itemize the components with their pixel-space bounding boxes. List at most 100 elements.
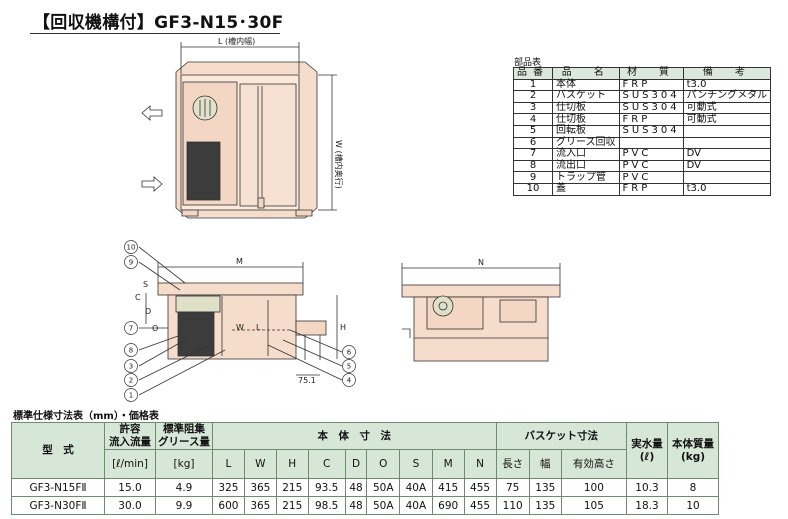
spec-header-body: 本 体 寸 法 bbox=[212, 422, 497, 450]
part-material: FRP bbox=[618, 113, 684, 126]
spec-basket-width: 135 bbox=[528, 478, 562, 497]
spec-header-weight-2: (kg) bbox=[680, 450, 706, 463]
dim-label-C: C bbox=[135, 293, 141, 302]
dim-label-H: H bbox=[340, 323, 346, 332]
part-material: FRP bbox=[618, 78, 684, 92]
part-material: SUS304 bbox=[618, 90, 684, 103]
spec-col-C: C bbox=[307, 449, 346, 479]
page-title: 【回収機構付】GF3-N15･30F bbox=[33, 13, 284, 33]
part-no: 10 bbox=[513, 182, 553, 196]
spec-D: 48 bbox=[344, 496, 368, 515]
part-name: グリース回収 bbox=[552, 136, 620, 150]
spec-header-flow-unit: [ℓ/min] bbox=[104, 449, 156, 479]
spec-L: 325 bbox=[212, 478, 245, 497]
technical-drawings: L (槽内幅) W (槽内奥行) M N S C D O W L H 75.1 … bbox=[124, 36, 561, 402]
part-note: パンチングメタル bbox=[682, 90, 772, 103]
callout-3: 3 bbox=[129, 363, 133, 371]
part-material: PVC bbox=[618, 159, 684, 173]
spec-header-basket: バスケット寸法 bbox=[495, 422, 628, 450]
part-name: 流入口 bbox=[552, 148, 620, 161]
parts-header-material: 材 質 bbox=[618, 67, 684, 80]
part-no: 6 bbox=[513, 136, 553, 150]
spec-S: 40A bbox=[399, 478, 433, 497]
part-no: 9 bbox=[513, 171, 553, 184]
top-view-drawing bbox=[141, 42, 337, 219]
part-note bbox=[682, 124, 772, 138]
part-note: 可動式 bbox=[682, 113, 772, 126]
spec-col-basket-height: 有効高さ bbox=[560, 449, 628, 479]
spec-header-flow-2: 流入流量 bbox=[109, 436, 151, 448]
spec-N: 455 bbox=[463, 478, 497, 497]
part-note: 可動式 bbox=[682, 101, 772, 115]
spec-col-N: N bbox=[463, 449, 497, 479]
part-name: 仕切板 bbox=[552, 113, 620, 126]
spec-model: GF3-N30FⅡ bbox=[11, 496, 105, 515]
part-material: PVC bbox=[618, 148, 684, 161]
callout-9: 9 bbox=[129, 259, 133, 267]
spec-header-grease-unit: [kg] bbox=[155, 449, 213, 479]
part-no: 1 bbox=[513, 78, 553, 92]
spec-header-grease-2: グリース量 bbox=[158, 436, 210, 448]
part-note: DV bbox=[682, 148, 772, 161]
spec-col-basket-width: 幅 bbox=[528, 449, 562, 479]
table-row: GF3-N30FⅡ 30.0 9.9 600 365 215 98.5 48 5… bbox=[11, 496, 719, 515]
spec-basket-length: 110 bbox=[495, 496, 530, 515]
parts-header-no: 品番 bbox=[513, 67, 553, 80]
parts-header-note: 備 考 bbox=[682, 67, 772, 80]
spec-M: 690 bbox=[431, 496, 465, 515]
callout-10: 10 bbox=[127, 244, 136, 252]
spec-header-water-2: (ℓ) bbox=[639, 450, 655, 463]
spec-header-weight-1: 本体質量 bbox=[672, 437, 714, 450]
callout-8: 8 bbox=[129, 347, 133, 355]
section-view-drawing bbox=[138, 246, 343, 396]
spec-W: 365 bbox=[243, 478, 277, 497]
part-name: 回転板 bbox=[552, 124, 620, 138]
spec-col-S: S bbox=[399, 449, 433, 479]
part-name: 仕切板 bbox=[552, 101, 620, 115]
spec-O: 50A bbox=[366, 478, 401, 497]
spec-header-water-1: 実水量 bbox=[631, 437, 663, 450]
spec-flow: 15.0 bbox=[104, 478, 156, 497]
spec-grease: 4.9 bbox=[155, 478, 213, 497]
spec-weight: 10 bbox=[667, 496, 719, 515]
callout-5: 5 bbox=[347, 363, 351, 371]
spec-header-grease: 標準阻集グリース量 bbox=[155, 422, 213, 450]
part-name: 蓋 bbox=[552, 182, 620, 196]
spec-S: 40A bbox=[399, 496, 433, 515]
spec-header-flow-1: 許容 bbox=[119, 423, 141, 435]
part-note bbox=[682, 136, 772, 150]
spec-H: 215 bbox=[275, 478, 309, 497]
spec-M: 415 bbox=[431, 478, 465, 497]
dim-label-N: N bbox=[478, 258, 484, 267]
spec-weight: 8 bbox=[667, 478, 719, 497]
spec-header-weight: 本体質量(kg) bbox=[667, 422, 719, 479]
dim-label-S: S bbox=[143, 280, 148, 289]
spec-header-grease-1: 標準阻集 bbox=[163, 423, 205, 435]
spec-model: GF3-N15FⅡ bbox=[11, 478, 105, 497]
spec-caption: 標準仕様寸法表（mm）・価格表 bbox=[13, 411, 159, 422]
spec-basket-length: 75 bbox=[495, 478, 530, 497]
parts-header-name: 品 名 bbox=[552, 67, 620, 80]
dim-label-W: W (槽内奥行) bbox=[334, 140, 344, 189]
spec-L: 600 bbox=[212, 496, 245, 515]
dim-label-D: D bbox=[145, 307, 151, 316]
spec-flow: 30.0 bbox=[104, 496, 156, 515]
parts-caption: 部品表 bbox=[514, 58, 542, 68]
spec-header-water: 実水量(ℓ) bbox=[626, 422, 668, 479]
table-row: GF3-N15FⅡ 15.0 4.9 325 365 215 93.5 48 5… bbox=[11, 478, 719, 497]
dim-label-L: L (槽内幅) bbox=[218, 36, 255, 46]
spec-col-basket-length: 長さ bbox=[495, 449, 530, 479]
part-name: バスケット bbox=[552, 90, 620, 103]
spec-header-flow: 許容流入流量 bbox=[104, 422, 156, 450]
part-material: SUS304 bbox=[618, 101, 684, 115]
part-note bbox=[682, 171, 772, 184]
part-material bbox=[618, 136, 684, 150]
part-no: 2 bbox=[513, 90, 553, 103]
part-name: トラップ管 bbox=[552, 171, 620, 184]
spec-col-H: H bbox=[275, 449, 309, 479]
